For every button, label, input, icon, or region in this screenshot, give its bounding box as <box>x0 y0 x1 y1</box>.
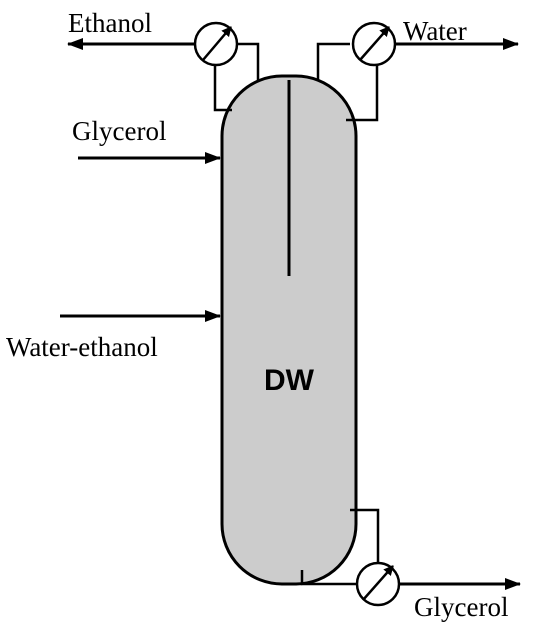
heat-exchanger-icon <box>355 561 401 607</box>
ethanol-out-label: Ethanol <box>68 8 152 38</box>
heat-exchanger-icon <box>351 21 397 67</box>
right-overhead-pipe <box>316 42 350 80</box>
distillation-column <box>220 74 358 586</box>
water-out-label: Water <box>403 16 467 46</box>
glycerol-out-label: Glycerol <box>414 592 508 622</box>
glycerol-feed-label: Glycerol <box>72 116 166 146</box>
left-overhead-pipe <box>238 42 260 80</box>
bottoms-pipe <box>300 570 360 586</box>
heat-exchanger-icon <box>193 21 239 67</box>
water-ethanol-feed-label: Water-ethanol <box>6 332 158 362</box>
column-label: DW <box>264 364 315 397</box>
